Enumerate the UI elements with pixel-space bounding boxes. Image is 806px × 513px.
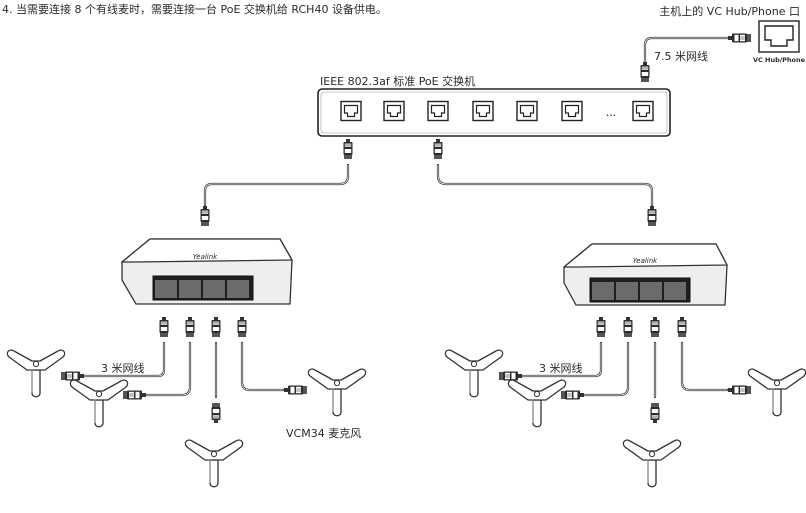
left-mic-1 (6, 349, 66, 398)
right-mic-1 (444, 349, 504, 398)
uplink-plug-hub (727, 33, 752, 43)
left-hub-plug-1 (159, 316, 169, 338)
switch-plug-right (433, 138, 443, 160)
right-mic-3 (622, 439, 682, 488)
switch-port-6 (561, 100, 583, 122)
vc-port-label: 主机上的 VC Hub/Phone 口 (659, 4, 800, 18)
right-hub: Yealink (563, 243, 728, 306)
switch-port-2 (383, 100, 405, 122)
left-hub-plug-3 (211, 316, 221, 338)
left-mic1-plug (60, 371, 85, 381)
vc-hub-port-tag: VC Hub/Phone (753, 56, 806, 64)
left-mic-4 (307, 368, 367, 417)
right-mic-2 (507, 379, 567, 428)
uplink-cable-label: 7.5 米网线 (654, 49, 708, 63)
left-mic4-plug (283, 385, 308, 395)
right-hub-mic-cables (516, 341, 729, 399)
left-hub-logo: Yealink (193, 253, 218, 261)
left-mic-3 (184, 439, 244, 488)
poe-switch-label: IEEE 802.3af 标准 PoE 交换机 (320, 74, 475, 88)
switch-port-ellipsis: ... (606, 106, 617, 119)
vc-hub-port: VC Hub/Phone (753, 20, 806, 64)
right-hub-plug-4 (677, 316, 687, 338)
right-mic-cable-label: 3 米网线 (539, 361, 583, 375)
left-mic2-plug (122, 390, 147, 400)
left-hub-plug-2 (185, 316, 195, 338)
right-hub-plug-2 (623, 316, 633, 338)
switch-port-4 (472, 100, 494, 122)
left-mic-2 (69, 379, 129, 428)
right-mic2-plug (560, 390, 585, 400)
right-hub-logo: Yealink (633, 257, 658, 265)
left-hub-plug-4 (237, 316, 247, 338)
right-hub-uplink-plug (647, 205, 657, 227)
poe-switch (317, 88, 671, 137)
left-hub-mic-cables (78, 341, 285, 399)
right-hub-plug-3 (650, 316, 660, 338)
left-mic-cable-label: 3 米网线 (101, 361, 145, 375)
microphone-label: VCM34 麦克风 (286, 427, 361, 440)
switch-port-5 (516, 100, 538, 122)
switch-port-3 (427, 100, 449, 122)
uplink-cable (643, 36, 730, 64)
right-mic4-plug (727, 385, 752, 395)
switch-plug-left (343, 138, 353, 160)
right-mic1-plug (498, 371, 523, 381)
left-mic3-plug (211, 402, 221, 424)
switch-to-left-hub-cable (203, 163, 350, 207)
right-mic-4 (747, 368, 806, 417)
switch-port-uplink (632, 100, 654, 122)
left-hub: Yealink (121, 238, 293, 305)
right-mic3-plug (650, 402, 660, 424)
switch-to-right-hub-cable (436, 163, 654, 207)
uplink-plug-switch (640, 61, 650, 83)
left-hub-uplink-plug (200, 205, 210, 227)
switch-port-1 (340, 100, 362, 122)
instruction-note: 4. 当需要连接 8 个有线麦时，需要连接一台 PoE 交换机给 RCH40 设… (2, 2, 387, 16)
right-hub-plug-1 (596, 316, 606, 338)
